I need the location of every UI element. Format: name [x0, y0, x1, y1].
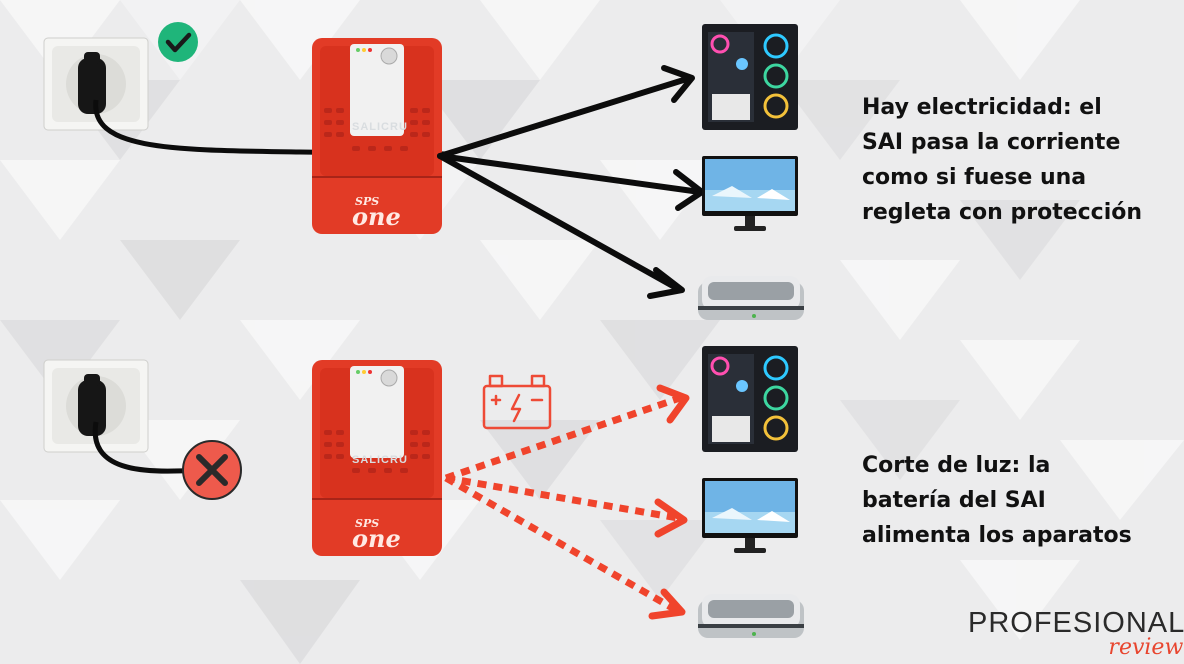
profesional-review-logo: PROFESIONAL review [968, 607, 1184, 660]
x-circle-icon [182, 440, 242, 500]
dashed-arrow-to-router [444, 474, 678, 614]
router-top [698, 276, 804, 320]
ups-model-top: SPS [355, 195, 379, 208]
monitor-top [702, 156, 798, 231]
arrows-power-on [437, 65, 705, 299]
arrowhead-pc-top [661, 65, 695, 103]
arrow-to-monitor-top [437, 153, 703, 195]
caption-power-on: Hay electricidad: el SAI pasa la corrien… [862, 95, 1143, 225]
arrow-to-router-top [437, 153, 683, 293]
ups-top: SALICRU SPS one [311, 37, 443, 235]
ups-model-bottom: one [352, 202, 401, 231]
dashed-arrow-to-pc [444, 394, 682, 482]
desktop-pc-bottom [700, 344, 800, 454]
desktop-pc-top [700, 22, 800, 132]
ups-brand-label: SALICRU [352, 121, 408, 133]
check-circle-icon [158, 22, 198, 62]
router-bottom [698, 594, 804, 638]
ups-bottom: SALICRU SPS one [311, 359, 443, 557]
arrowhead-router-top [647, 267, 685, 299]
dashed-arrowheads [648, 384, 690, 620]
power-cable-bottom [92, 421, 197, 474]
battery-charging-icon [482, 374, 552, 430]
ups-model-top-bottom: SPS [355, 517, 379, 530]
monitor-bottom [702, 478, 798, 553]
arrows-power-cut [444, 394, 682, 614]
ups-model-bottom-bottom: one [352, 524, 401, 553]
caption-power-cut: Corte de luz: la batería del SAI aliment… [862, 453, 1132, 548]
logo-sub-text: review [1108, 635, 1184, 660]
power-cable-top [93, 99, 451, 157]
arrow-to-pc-top [437, 75, 693, 159]
logo-main-text: PROFESIONAL [968, 607, 1184, 639]
ups-brand-label-bottom: SALICRU [352, 454, 408, 466]
dashed-arrow-to-monitor [445, 474, 679, 522]
